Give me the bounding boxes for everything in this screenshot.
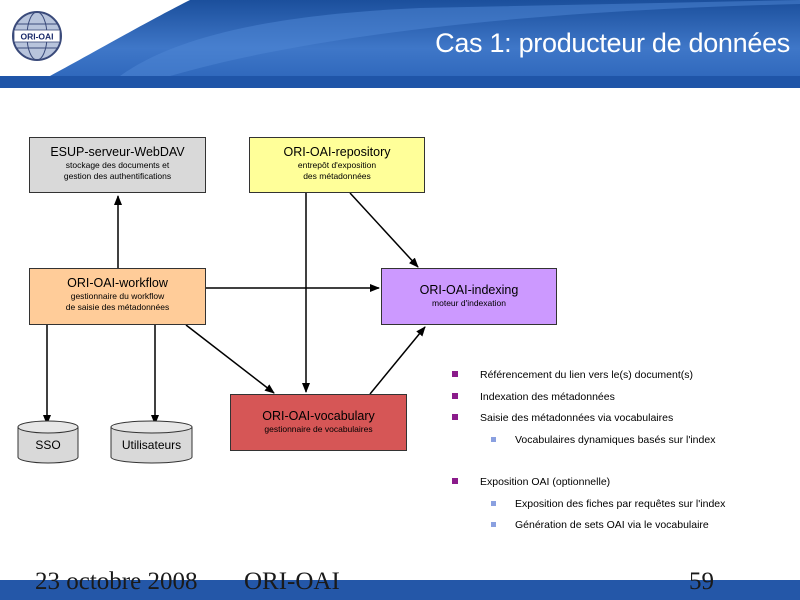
bullet-item: Indexation des métadonnées: [450, 388, 790, 410]
footer-bar: [0, 580, 800, 600]
header-bottom-band: [0, 76, 800, 88]
footer-name: ORI-OAI: [244, 568, 340, 595]
bullet-item: Exposition OAI (optionnelle): [450, 473, 790, 495]
footer-date: 23 octobre 2008: [35, 568, 198, 595]
sso-cylinder: SSO: [17, 420, 79, 464]
bullet-spacer: [450, 452, 790, 473]
workflow-title: ORI-OAI-workflow: [67, 276, 168, 290]
slide-header: ORI-OAI Cas 1: producteur de données: [0, 0, 800, 88]
sub-bullet-item: Vocabulaires dynamiques basés sur l'inde…: [450, 431, 790, 453]
ori-oai-globe-logo-icon: ORI-OAI: [12, 11, 62, 61]
repository-desc-line2: des métadonnées: [303, 171, 371, 181]
repository-box: ORI-OAI-repository entrepôt d'exposition…: [249, 137, 425, 193]
slide-title: Cas 1: producteur de données: [435, 28, 790, 58]
repository-title: ORI-OAI-repository: [283, 145, 391, 159]
webdav-desc-line2: gestion des authentifications: [63, 171, 172, 181]
sub-bullet-item: Exposition des fiches par requêtes sur l…: [450, 495, 790, 517]
arrow-vocabulary-to-indexing: [369, 326, 426, 395]
workflow-box: ORI-OAI-workflow gestionnaire du workflo…: [29, 268, 206, 325]
webdav-desc-line1: stockage des documents et: [65, 160, 170, 170]
bullet-item: Référencement du lien vers le(s) documen…: [450, 366, 790, 388]
sub-bullet-item: Génération de sets OAI via le vocabulair…: [450, 516, 790, 538]
sso-label: SSO: [35, 438, 61, 452]
workflow-desc-line1: gestionnaire du workflow: [70, 291, 165, 301]
database-cylinder-icon: [17, 420, 79, 464]
vocabulary-desc-line1: gestionnaire de vocabulaires: [264, 424, 373, 434]
vocabulary-title: ORI-OAI-vocabulary: [262, 409, 375, 423]
indexing-box: ORI-OAI-indexing moteur d'indexation: [381, 268, 557, 325]
page-number: 59: [689, 568, 714, 595]
feature-bullet-list: Référencement du lien vers le(s) documen…: [450, 366, 790, 538]
bullet-item: Saisie des métadonnées via vocabulaires: [450, 409, 790, 431]
users-cylinder: Utilisateurs: [110, 420, 193, 464]
arrow-workflow-to-vocabulary: [185, 324, 275, 394]
indexing-desc-line1: moteur d'indexation: [432, 298, 506, 308]
repository-desc-line1: entrepôt d'exposition: [297, 160, 377, 170]
arrow-repository-to-indexing: [349, 192, 419, 268]
database-cylinder-icon: [110, 420, 193, 464]
svg-text:ORI-OAI: ORI-OAI: [20, 32, 53, 42]
indexing-title: ORI-OAI-indexing: [419, 283, 519, 297]
vocabulary-box: ORI-OAI-vocabulary gestionnaire de vocab…: [230, 394, 407, 451]
webdav-title: ESUP-serveur-WebDAV: [50, 145, 185, 159]
workflow-desc-line2: de saisie des métadonnées: [65, 302, 170, 312]
users-label: Utilisateurs: [121, 438, 182, 452]
webdav-box: ESUP-serveur-WebDAV stockage des documen…: [29, 137, 206, 193]
